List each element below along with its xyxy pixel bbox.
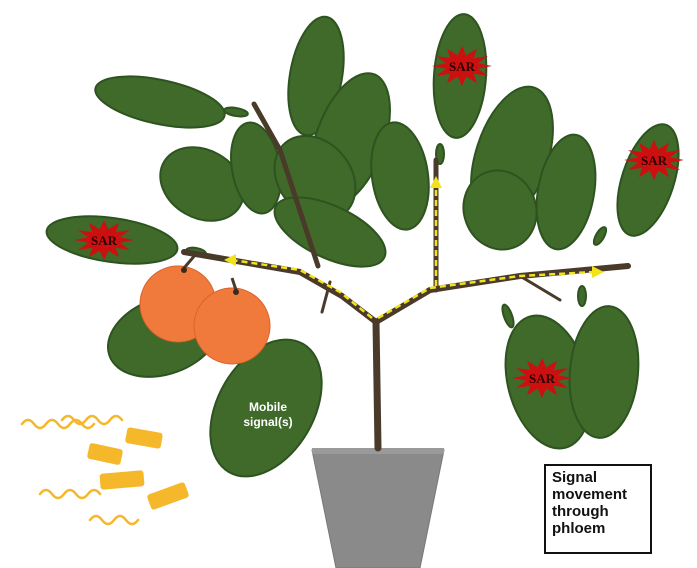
signal-block (87, 443, 124, 466)
flower-pot (312, 450, 444, 568)
sar-label: SAR (641, 153, 668, 168)
signal-block (99, 470, 144, 490)
callout-line-3: through (552, 503, 644, 520)
signal-block (146, 482, 189, 511)
callout-line-1: Signal (552, 469, 644, 486)
sar-label: SAR (449, 59, 476, 74)
fruit-calyx (181, 267, 187, 273)
callout-line-4: phloem (552, 520, 644, 537)
sar-label: SAR (91, 233, 118, 248)
leaf (592, 225, 609, 246)
leaves (44, 12, 691, 496)
mobile-signal-line-1: Mobile (226, 400, 310, 415)
leaf (91, 67, 229, 137)
leaf (500, 303, 516, 328)
signal-squiggles (22, 416, 138, 524)
leaf (605, 117, 690, 243)
fruit-calyx (233, 289, 239, 295)
signal-blocks (87, 427, 190, 510)
orange-fruit (194, 288, 270, 364)
callout-line-2: movement (552, 486, 644, 503)
small-twig (520, 276, 560, 300)
mobile-signal-label: Mobile signal(s) (226, 400, 310, 430)
signal-squiggle (90, 516, 138, 524)
arrowhead-left (224, 254, 236, 266)
fruit-stem (184, 254, 196, 268)
signal-block (125, 427, 163, 449)
main-stem (376, 322, 378, 448)
right-branch (376, 266, 628, 322)
arrowhead-up (430, 176, 442, 188)
phloem-callout-box: Signal movement through phloem (544, 464, 652, 554)
signal-squiggle (40, 490, 100, 498)
leaf (578, 286, 586, 306)
leaf (223, 106, 248, 118)
sar-label: SAR (529, 371, 556, 386)
mobile-signal-line-2: signal(s) (226, 415, 310, 430)
